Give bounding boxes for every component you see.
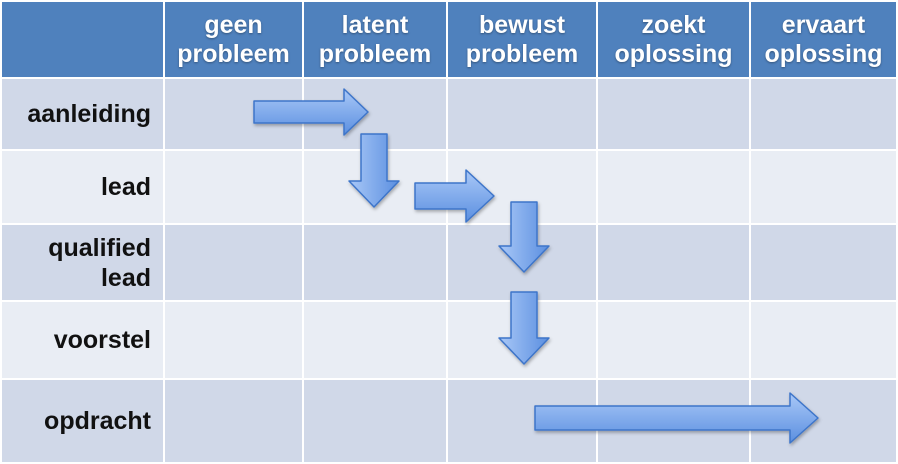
column-header-zoekt-oplossing: zoekt oplossing <box>598 2 749 77</box>
grid-cell <box>751 79 896 149</box>
column-header-label: zoekt oplossing <box>614 10 733 68</box>
grid-cell <box>165 225 302 300</box>
grid-cell <box>751 151 896 223</box>
grid-cell <box>598 151 749 223</box>
arrow-right-icon <box>414 169 495 223</box>
row-label: opdracht <box>44 407 151 435</box>
arrow-right-icon <box>534 392 819 444</box>
grid-cell <box>598 79 749 149</box>
arrow-right-icon <box>253 88 369 136</box>
grid-cell <box>598 302 749 378</box>
header-corner-cell <box>2 2 163 77</box>
grid-cell <box>165 302 302 378</box>
row-label-opdracht: opdracht <box>2 380 163 462</box>
grid-cell <box>598 225 749 300</box>
column-header-latent-probleem: latent probleem <box>304 2 446 77</box>
row-label: lead <box>100 173 151 201</box>
grid-cell <box>751 225 896 300</box>
arrow-down-icon <box>498 201 550 273</box>
grid-cell <box>165 380 302 462</box>
row-label-voorstel: voorstel <box>2 302 163 378</box>
grid-cell <box>448 79 596 149</box>
arrow-down-icon <box>348 133 400 208</box>
column-header-bewust-probleem: bewust probleem <box>448 2 596 77</box>
column-header-label: ervaart oplossing <box>764 10 883 68</box>
row-label-qualified-lead: qualified lead <box>2 225 163 300</box>
column-header-geen-probleem: geen probleem <box>165 2 302 77</box>
row-label-lead: lead <box>2 151 163 223</box>
row-label: aanleiding <box>27 100 151 128</box>
column-header-label: bewust probleem <box>465 10 579 68</box>
row-label: qualified lead <box>48 233 151 292</box>
column-header-label: latent probleem <box>318 10 432 68</box>
grid-cell <box>304 380 446 462</box>
grid-cell <box>304 225 446 300</box>
column-header-ervaart-oplossing: ervaart oplossing <box>751 2 896 77</box>
row-label: voorstel <box>53 326 151 354</box>
row-label-aanleiding: aanleiding <box>2 79 163 149</box>
grid-cell <box>165 151 302 223</box>
column-header-label: geen probleem <box>177 10 290 68</box>
grid-cell <box>304 302 446 378</box>
grid-cell <box>751 302 896 378</box>
arrow-down-icon <box>498 291 550 365</box>
